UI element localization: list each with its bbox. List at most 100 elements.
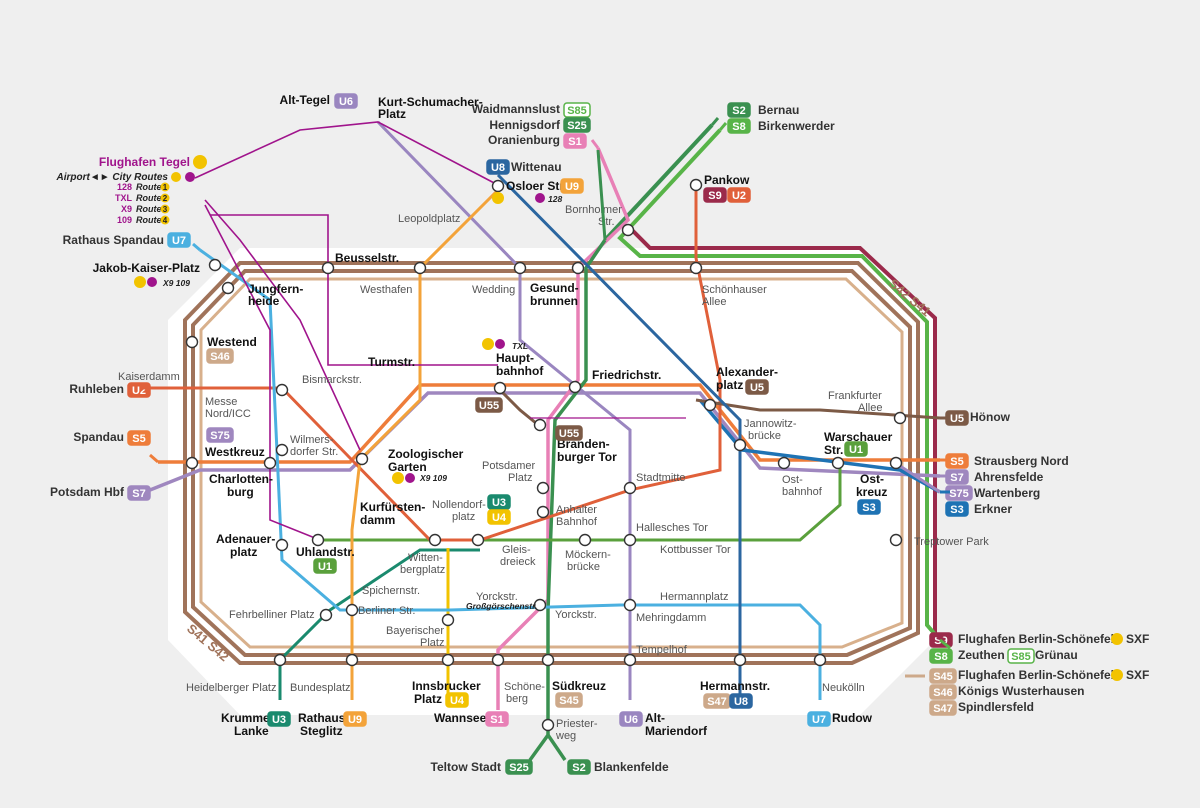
line-s2-ring[interactable] [603,123,714,242]
line-badge-text: U55 [559,428,579,440]
station-node[interactable] [623,653,637,667]
line-u5[interactable] [695,398,941,420]
label-bayerischer2: Platz [420,637,444,649]
line-u9[interactable] [350,188,500,700]
station-node[interactable] [893,411,907,425]
route-number-icon [160,193,170,203]
line-u1[interactable] [318,462,842,542]
line-s7-east-west[interactable] [149,391,941,492]
station-node[interactable] [568,380,582,394]
label-neukoelln: Neukölln [822,682,865,694]
station-node[interactable] [623,481,637,495]
label-potsdamer: Potsdamer [482,460,536,472]
station-node[interactable] [275,538,289,552]
line-s75-east-west[interactable] [899,464,941,494]
bus-icon [405,473,415,483]
station-node[interactable] [345,603,359,617]
line-badge-text: S85 [1011,651,1031,663]
line-badge-u4: U4 [487,509,511,525]
direction-arrow [710,117,720,126]
station-node[interactable] [263,456,277,470]
line-s5-east-west[interactable] [158,383,940,464]
station-node[interactable] [428,533,442,547]
station-node[interactable] [355,452,369,466]
label-gesundbrunnen: Gesund- [530,281,579,295]
station-node[interactable] [185,335,199,349]
station-node[interactable] [536,505,550,519]
tegel-legend: Flughafen Tegel Airport◄► City Routes 12… [56,155,207,225]
station-node[interactable] [319,608,333,622]
station-node[interactable] [311,533,325,547]
station-node[interactable] [623,598,637,612]
line-u3[interactable] [278,548,480,700]
station-node[interactable] [513,261,527,275]
station-node[interactable] [275,383,289,397]
station-node[interactable] [413,261,427,275]
station-node[interactable] [578,533,592,547]
line-u2[interactable] [150,185,722,542]
label-bundesplatz: Bundesplatz [290,682,351,694]
station-node[interactable] [813,653,827,667]
station-node[interactable] [536,481,550,495]
label-wannsee: Wannsee [434,711,487,725]
direction-arrow [596,149,607,241]
label-gesundbrunnen2: brunnen [530,294,578,308]
station-node[interactable] [541,653,555,667]
station-node[interactable] [221,281,235,295]
station-node[interactable] [273,653,287,667]
line-s1-north-south[interactable] [496,147,631,710]
label-osloer: Osloer Str. [506,179,567,193]
line-s25-south[interactable] [546,734,567,761]
ring-line-s41-s42[interactable] [183,261,920,665]
station-node[interactable] [185,456,199,470]
label-anhalter2: Bahnhof [556,516,598,528]
station-node[interactable] [889,533,903,547]
station-node[interactable] [689,261,703,275]
station-node[interactable] [889,456,903,470]
line-u6[interactable] [376,120,632,700]
line-badge-u6: U6 [334,93,358,109]
line-badge-s1: S1 [563,133,587,149]
station-node[interactable] [831,456,845,470]
station-node[interactable] [491,653,505,667]
label-bornholmer: Bornholmer [565,204,622,216]
line-u7[interactable] [199,248,822,700]
station-node[interactable] [441,613,455,627]
line-badge-s75: S75 [945,485,973,501]
station-node[interactable] [571,261,585,275]
label-charlottenburg2: burg [227,485,254,499]
label-hallesches: Hallesches Tor [636,522,708,534]
line-s9-ring[interactable] [630,228,937,635]
station-node[interactable] [345,653,359,667]
station-node[interactable] [621,223,635,237]
station-node[interactable] [493,381,507,395]
direction-arrow [143,488,152,497]
line-badge-text: S8 [934,651,947,663]
label-pankow: Pankow [704,173,750,187]
station-node[interactable] [777,456,791,470]
label-wittenau: Wittenau [511,160,562,174]
label-hermannplatz: Hermannplatz [660,591,728,603]
line-s8-ring[interactable] [617,128,942,642]
label-heidelberger: Heidelberger Platz [186,682,277,694]
station-node[interactable] [689,178,703,192]
station-node[interactable] [733,438,747,452]
station-node[interactable] [703,398,717,412]
station-node[interactable] [533,598,547,612]
line-u8[interactable] [496,173,742,700]
station-node[interactable] [275,443,289,457]
station-node[interactable] [491,179,505,193]
station-node[interactable] [533,418,547,432]
station-node[interactable] [623,533,637,547]
station-node[interactable] [321,261,335,275]
label-bernau: Bernau [758,103,799,117]
station-node[interactable] [208,258,222,272]
label-kottbusser: Kottbusser Tor [660,544,731,556]
station-node[interactable] [441,653,455,667]
station-node[interactable] [471,533,485,547]
tegel-route-number: 1 [163,183,168,192]
station-node[interactable] [541,718,555,732]
line-badge-text: S47 [707,696,727,708]
station-node[interactable] [733,653,747,667]
line-badge-text: S75 [949,488,969,500]
